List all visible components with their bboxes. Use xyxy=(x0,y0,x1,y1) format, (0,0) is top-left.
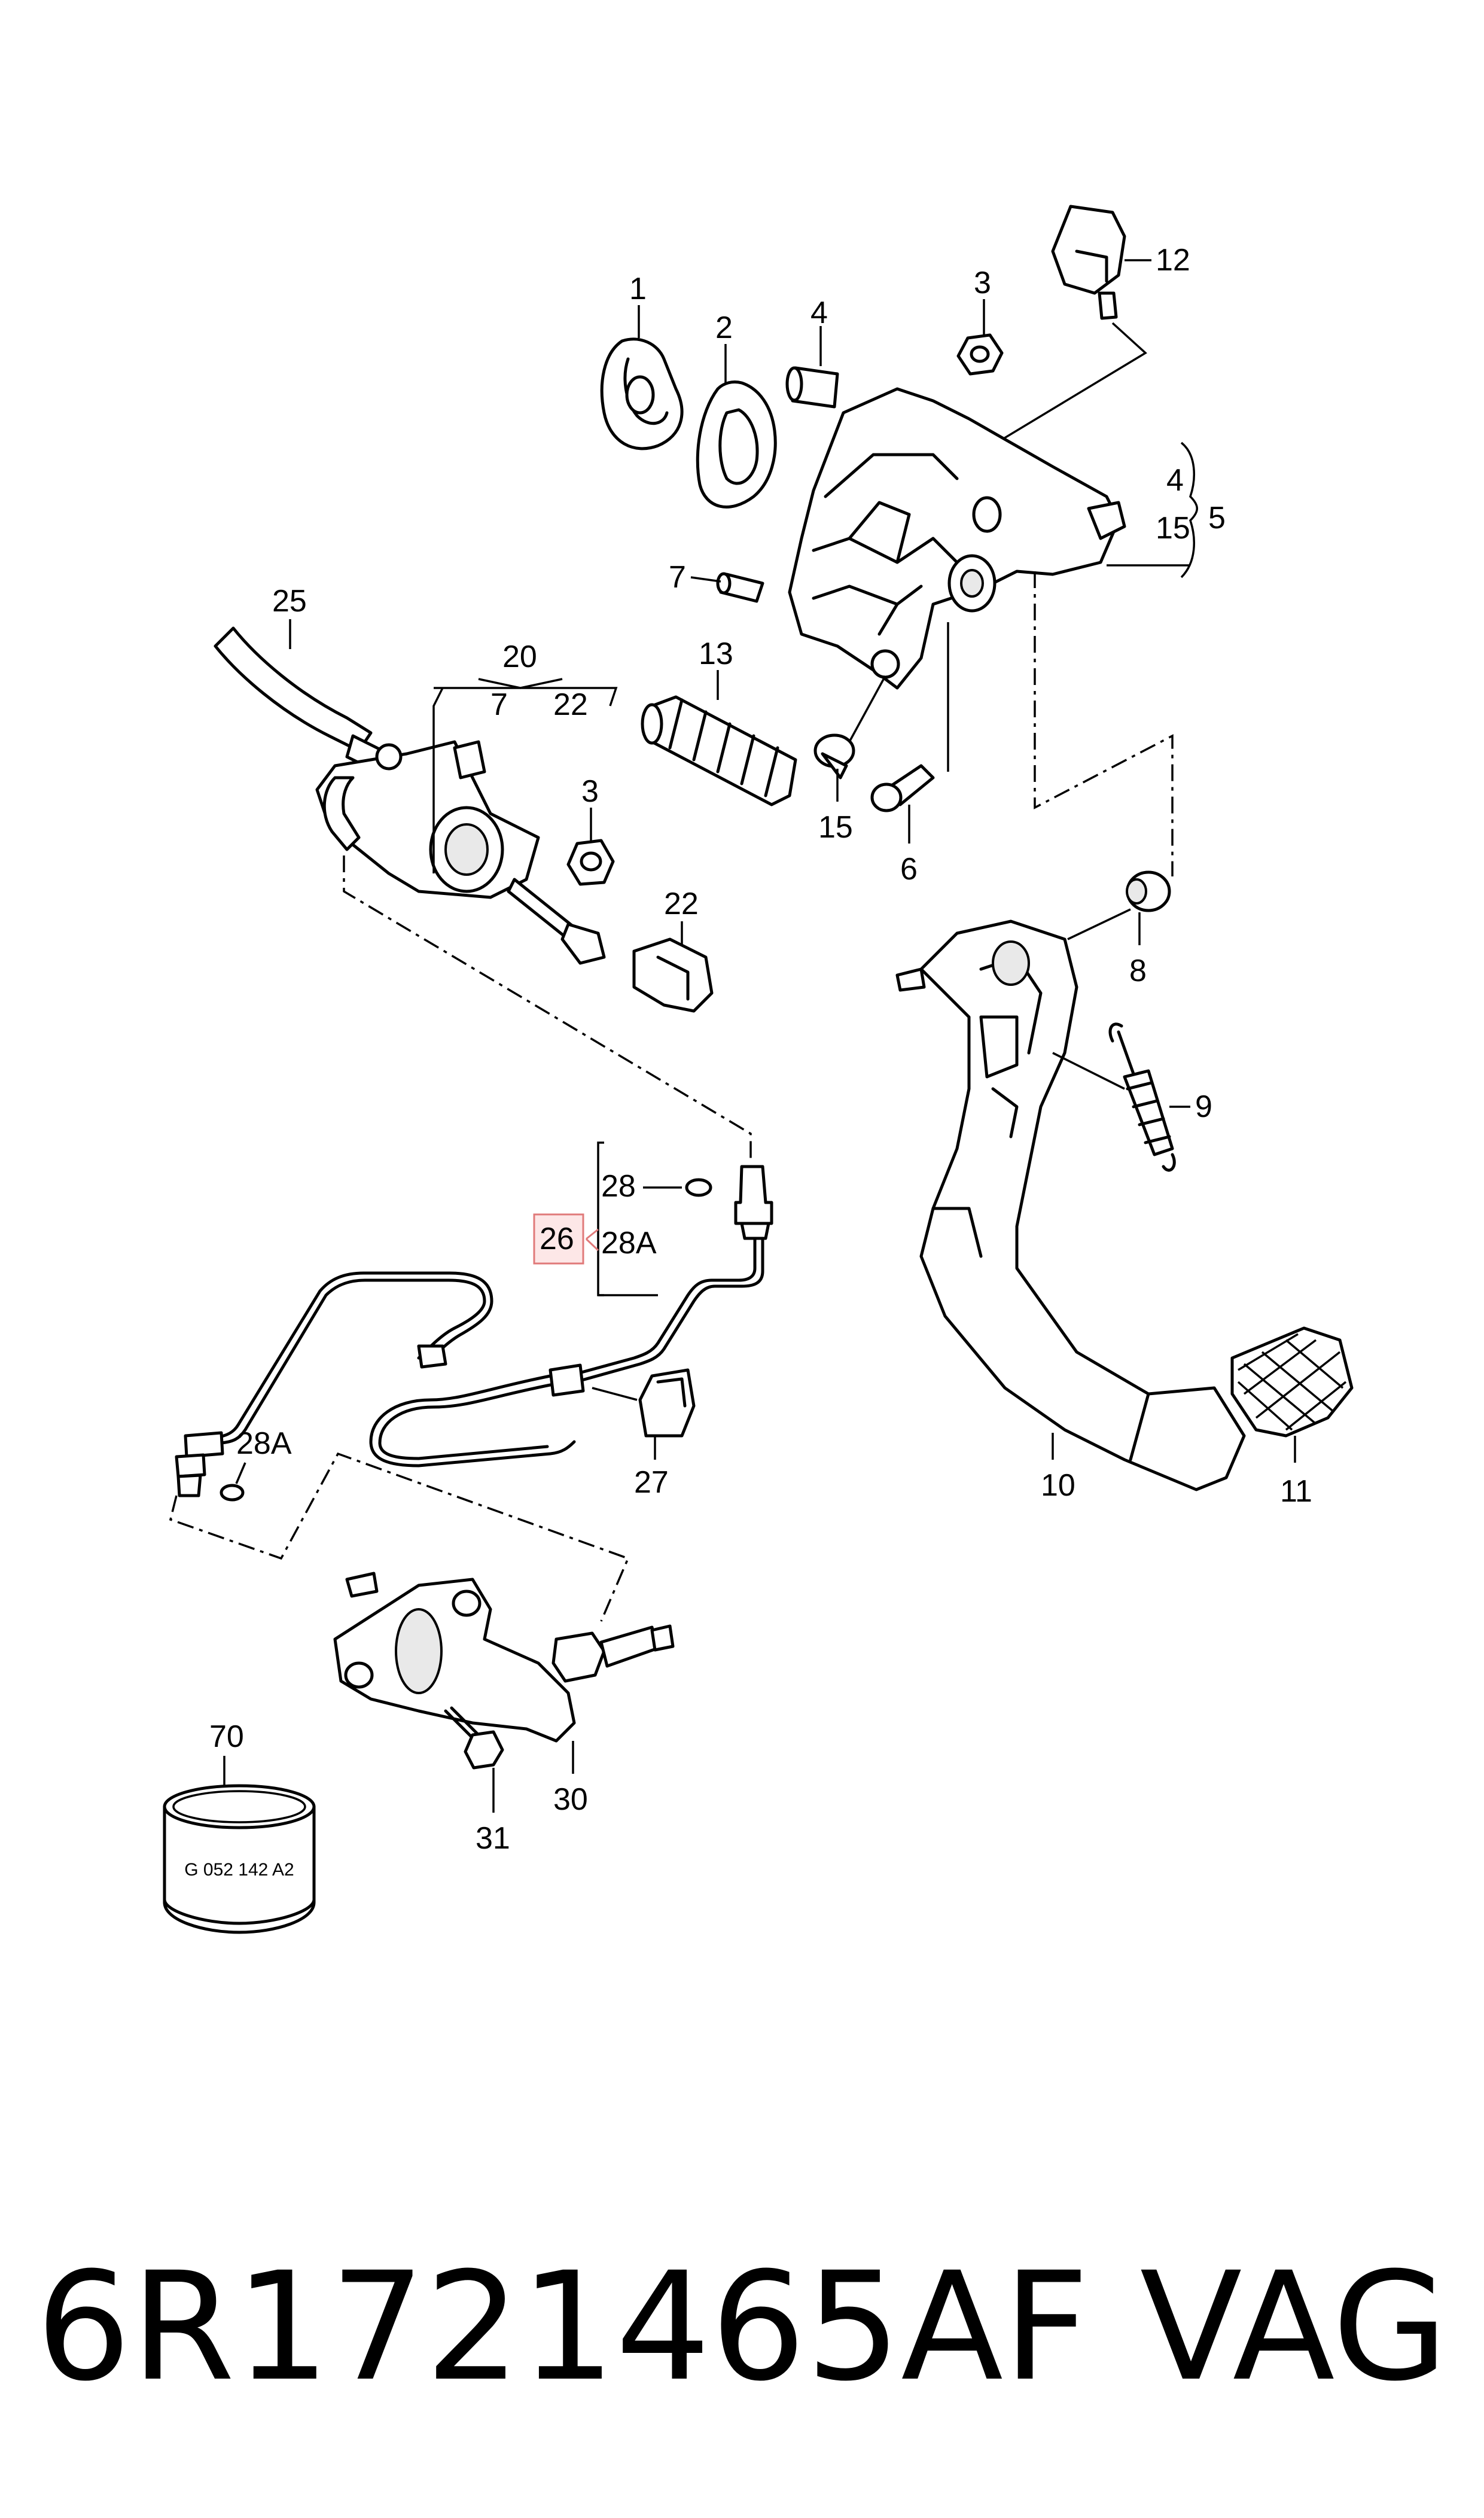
pushrod xyxy=(507,878,606,965)
callout-8: 8 xyxy=(1129,954,1147,988)
part-11-pedal-pad xyxy=(1230,1326,1354,1438)
callout-4-top: 4 xyxy=(810,296,828,330)
callout-22-cyl: 22 xyxy=(553,687,588,722)
part-8-bushing xyxy=(1126,870,1171,912)
callout-26: 26 xyxy=(540,1222,574,1256)
callout-9: 9 xyxy=(1195,1089,1212,1124)
callout-3-top: 3 xyxy=(974,266,991,300)
part-3-nut-cylinder xyxy=(566,839,615,886)
part-20-master-cylinder xyxy=(315,740,540,899)
callout-28: 28 xyxy=(601,1169,636,1204)
part-9-return-spring xyxy=(1108,1022,1176,1172)
callout-15-cap: 15 xyxy=(818,810,853,845)
callout-20: 20 xyxy=(502,640,537,674)
part-6-pivot-bolt xyxy=(870,764,935,812)
part-number: 6R1721465AF xyxy=(36,2240,1089,2414)
callout-28A-bottom: 28A xyxy=(236,1426,292,1461)
part-22-retaining-clip xyxy=(632,937,714,1013)
line-connector-top xyxy=(734,1165,773,1240)
callout-7-pin: 7 xyxy=(669,560,686,595)
part-4-bushing xyxy=(785,366,839,409)
part-15-bearing-cap xyxy=(813,733,855,780)
part-2-gasket xyxy=(696,380,777,509)
part-12-pedal-switch xyxy=(1051,205,1126,320)
callout-28A-top: 28A xyxy=(601,1226,657,1260)
part-28-o-ring xyxy=(685,1178,712,1197)
part-3-nut-top xyxy=(956,333,1004,376)
part-31-bolt xyxy=(444,1706,504,1770)
callout-22-clip: 22 xyxy=(664,887,699,921)
callout-70: 70 xyxy=(209,1719,244,1754)
part-30-slave-cylinder xyxy=(333,1572,675,1743)
part-25-hose xyxy=(214,626,385,774)
part-26-pressure-line xyxy=(217,1237,764,1467)
part-13-spring-assist xyxy=(641,695,797,806)
callout-4-bracket: 4 xyxy=(1166,463,1184,498)
callout-25: 25 xyxy=(272,584,307,619)
callout-15-bracket: 15 xyxy=(1156,511,1190,546)
part-7-pin xyxy=(716,572,764,603)
callout-7-cyl: 7 xyxy=(490,687,508,722)
part-27-line-clip xyxy=(638,1368,696,1438)
footer: 6R1721465AF VAG xyxy=(36,2225,1448,2429)
part-10-clutch-pedal xyxy=(895,919,1246,1491)
part-1-clip xyxy=(600,337,684,450)
part-70-sleeve: G 052 142 A2 xyxy=(163,1784,316,1934)
callout-31: 31 xyxy=(476,1821,510,1856)
callout-10: 10 xyxy=(1041,1468,1075,1503)
callout-13: 13 xyxy=(699,637,733,671)
callout-11: 11 xyxy=(1280,1474,1312,1509)
exploded-parts-diagram: 1 2 4 3 12 4 15 xyxy=(163,205,1354,1934)
line-connector-bottom xyxy=(175,1431,224,1497)
callout-3-cyl: 3 xyxy=(581,774,599,809)
sleeve-marking: G 052 142 A2 xyxy=(184,1860,294,1880)
callout-30: 30 xyxy=(553,1782,588,1817)
callout-27: 27 xyxy=(634,1465,669,1500)
part-28A-o-ring xyxy=(220,1484,245,1502)
brand-name: VAG xyxy=(1139,2240,1448,2414)
callout-12: 12 xyxy=(1156,243,1190,278)
callout-2: 2 xyxy=(715,310,733,345)
callout-6: 6 xyxy=(900,852,918,887)
pedal-bracket xyxy=(788,387,1126,690)
callout-26-highlight xyxy=(533,1213,584,1265)
callout-5: 5 xyxy=(1208,501,1226,535)
callout-1: 1 xyxy=(629,272,647,306)
